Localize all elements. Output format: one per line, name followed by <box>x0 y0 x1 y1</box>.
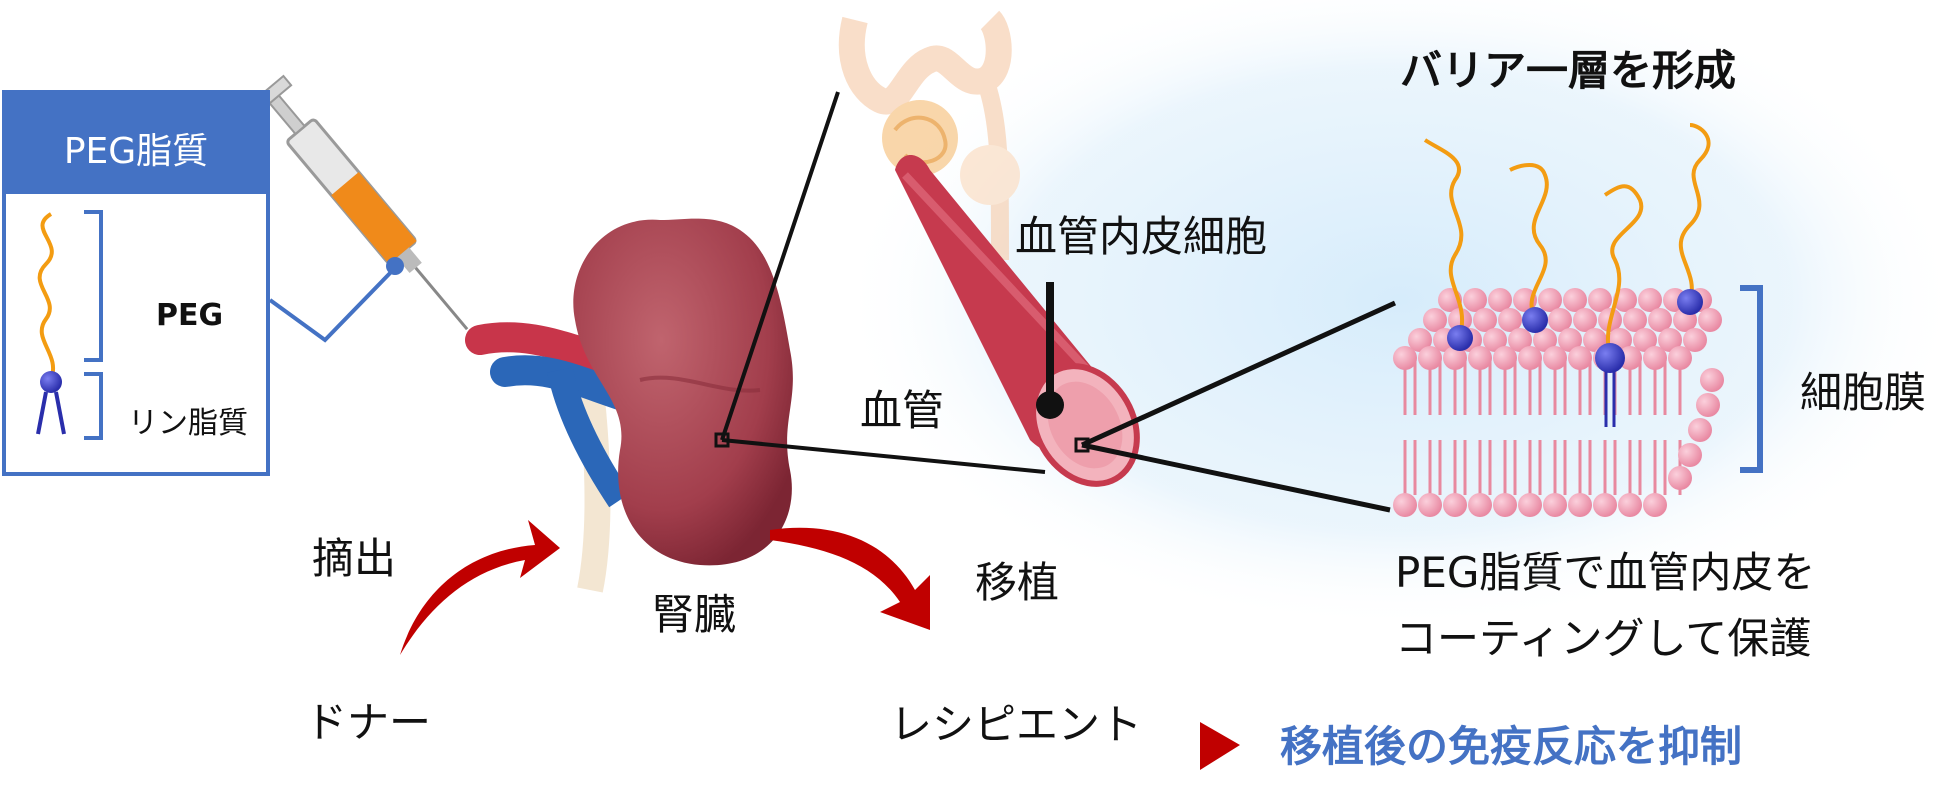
lipid-tail-icon <box>36 391 66 435</box>
syringe-icon <box>248 74 469 331</box>
endothelial-cell-label: 血管内皮細胞 <box>1015 212 1268 261</box>
extraction-label: 摘出 <box>312 534 397 583</box>
peg-label: PEG <box>156 298 224 333</box>
peg-lipid-legend: PEG脂質 PEG リン脂質 <box>2 90 270 476</box>
legend-connector-line <box>268 266 397 343</box>
barrier-label: バリア一層を形成 <box>1400 46 1737 95</box>
zoom-line <box>720 91 840 441</box>
peg-bracket <box>84 210 103 362</box>
zoom-line <box>1081 442 1391 513</box>
blood-vessel-illustration <box>895 155 1140 487</box>
zoom-point <box>714 432 730 448</box>
recipient-label: レシピエント <box>890 700 1143 749</box>
conclusion-label: 移植後の免疫反応を抑制 <box>1280 722 1743 771</box>
zoom-line <box>721 438 1046 474</box>
cell-membrane-label: 細胞膜 <box>1800 368 1927 417</box>
legend-diagram <box>36 210 103 440</box>
syringe-marker-dot <box>386 257 404 275</box>
lipid-label: リン脂質 <box>128 406 248 441</box>
lipid-bracket <box>84 372 103 440</box>
peg-chain-icon <box>37 212 55 380</box>
zoom-line <box>1080 300 1397 448</box>
transplant-arrow <box>770 527 930 630</box>
membrane-bracket <box>1740 285 1763 473</box>
conclusion-triangle-icon <box>1200 722 1240 770</box>
phosphate-head-icon <box>40 371 62 393</box>
nephron-illustration <box>838 10 1020 261</box>
kidney-label: 腎臓 <box>652 590 737 639</box>
kidney-illustration <box>465 218 793 593</box>
extraction-arrow <box>400 520 560 655</box>
cell-membrane-illustration <box>1393 123 1724 517</box>
coating-label-line2: コーティングして保護 <box>1395 614 1812 663</box>
donor-label: ドナー <box>305 698 432 747</box>
endothelial-pointer-dot <box>1036 391 1064 419</box>
vessel-label: 血管 <box>860 386 945 435</box>
legend-title: PEG脂質 <box>63 131 209 172</box>
coating-label-line1: PEG脂質で血管内皮を <box>1395 548 1816 597</box>
legend-header: PEG脂質 <box>6 94 266 194</box>
zoom-point <box>1074 437 1090 453</box>
transplant-label: 移植 <box>975 558 1060 607</box>
